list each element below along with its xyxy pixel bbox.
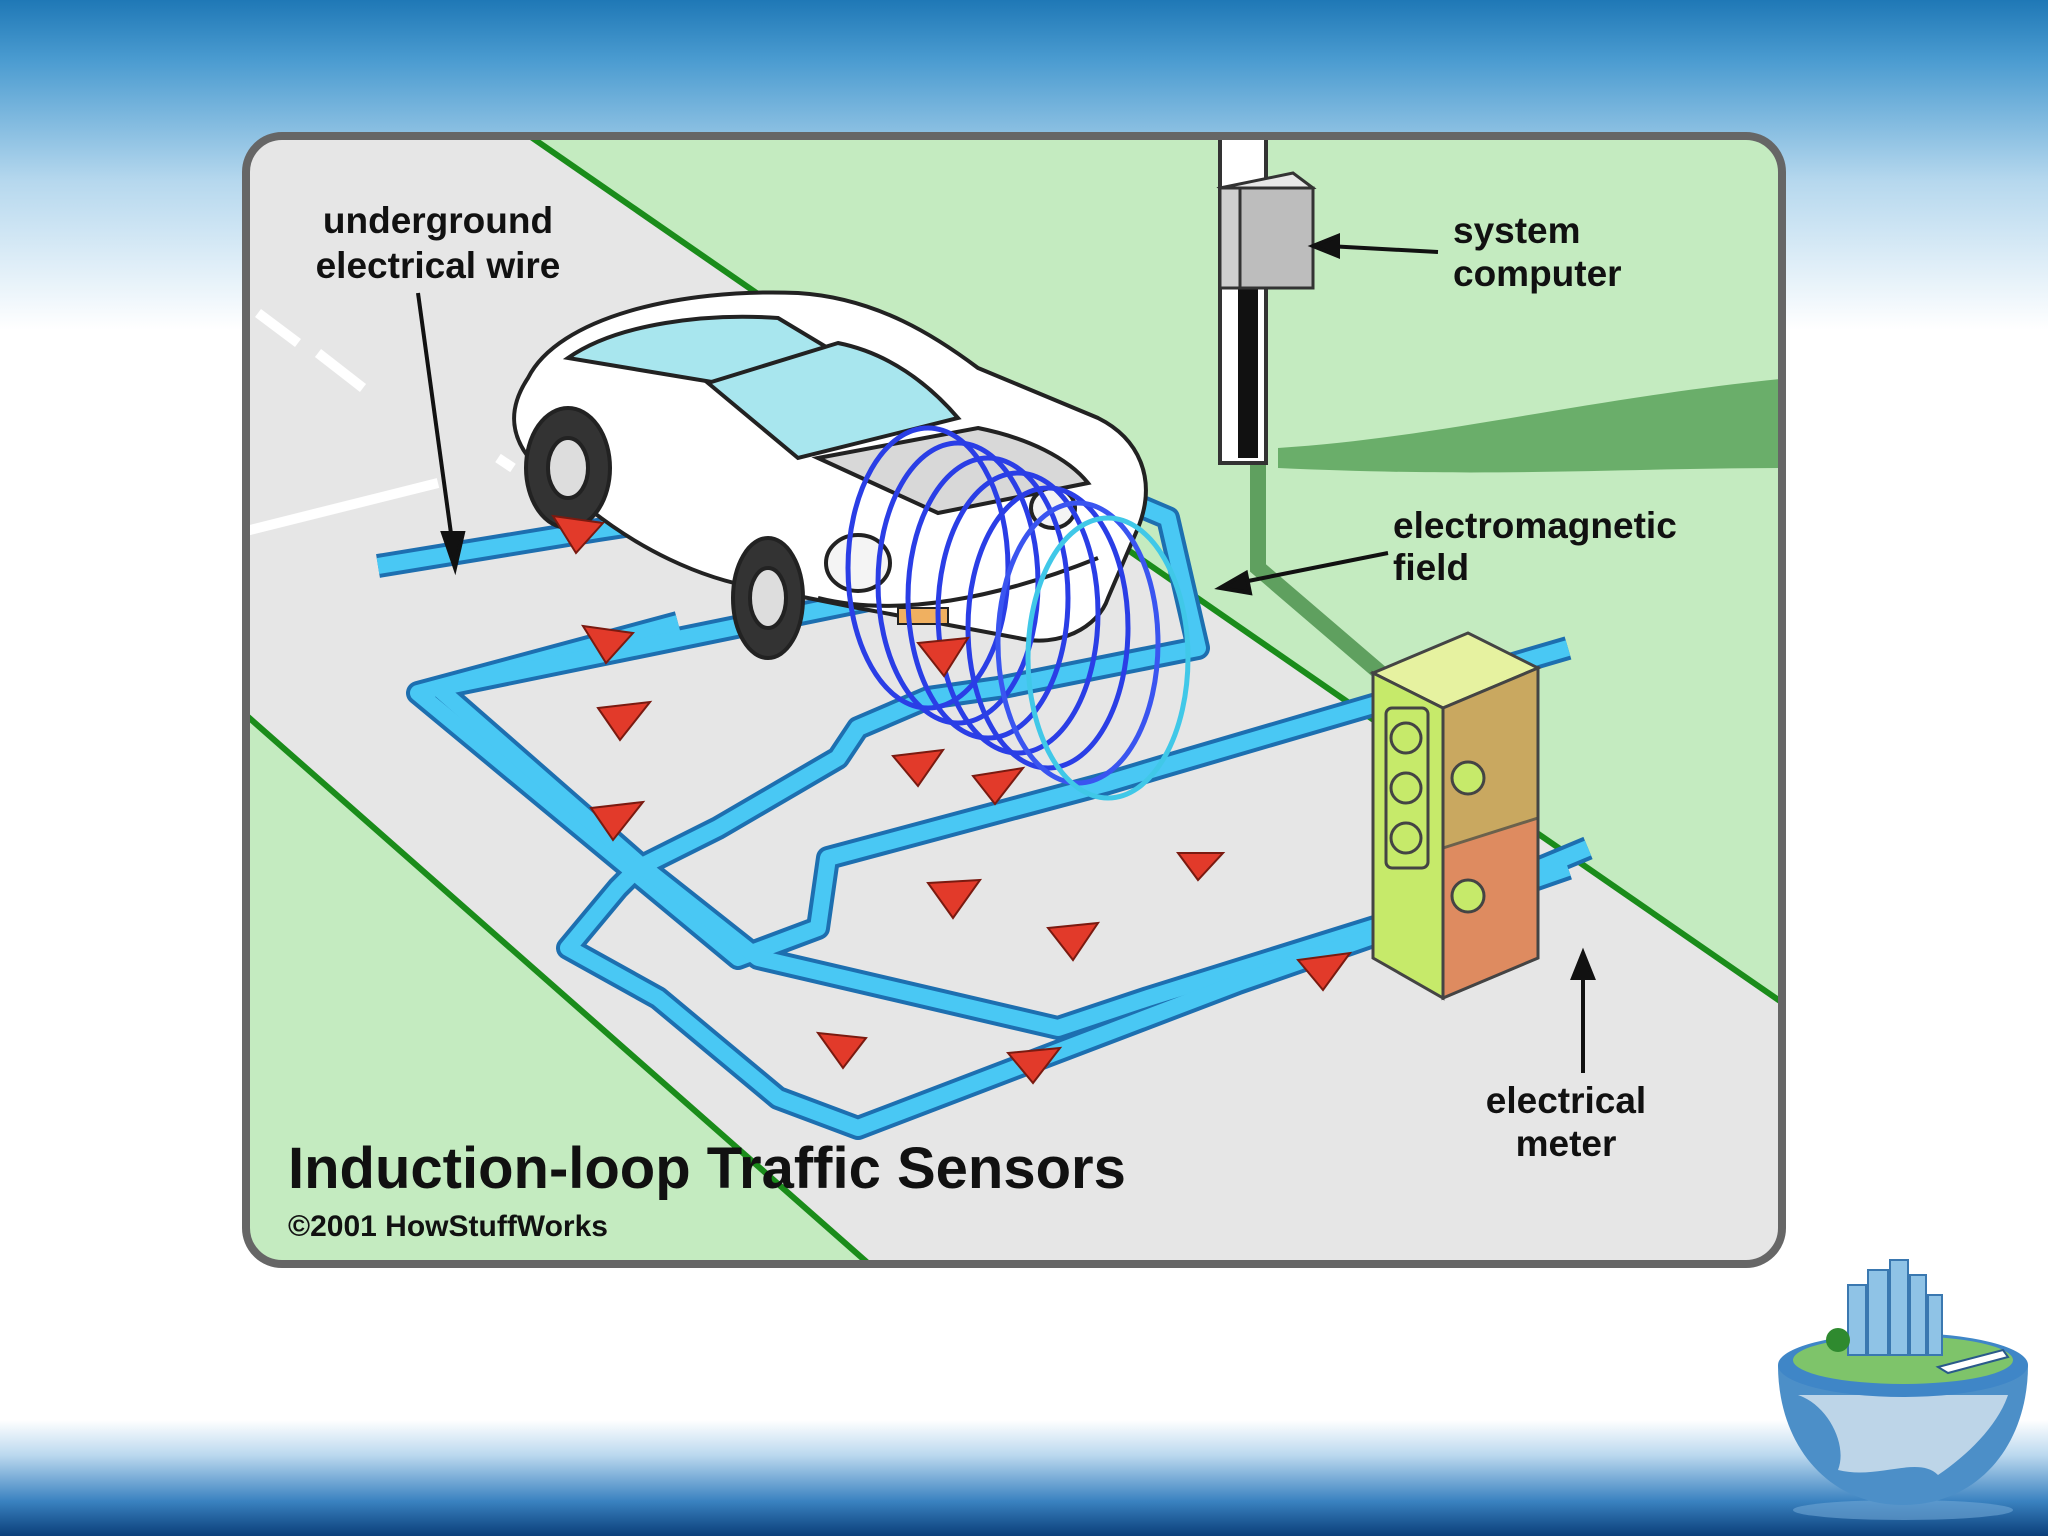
label-em-field-line2: field xyxy=(1393,547,1469,588)
diagram-panel: underground electrical wire system compu… xyxy=(246,136,1782,1264)
electrical-meter-box xyxy=(1369,631,1542,1001)
car xyxy=(512,290,1148,660)
label-electrical-meter-line2: meter xyxy=(1516,1123,1617,1164)
lane-markings xyxy=(246,309,516,538)
induction-loop-diagram: underground electrical wire system compu… xyxy=(238,128,1790,1272)
globe-city-icon xyxy=(1768,1255,2038,1525)
label-system-computer-line1: system xyxy=(1453,210,1581,251)
label-electrical-meter-line1: electrical xyxy=(1486,1080,1646,1121)
grass-shadow xyxy=(1278,378,1782,473)
road-edge-bottom xyxy=(246,705,880,1264)
label-system-computer-line2: computer xyxy=(1453,253,1622,294)
label-em-field-line1: electromagnetic xyxy=(1393,505,1677,546)
electromagnetic-field-rings xyxy=(845,425,1191,801)
diagram-frame xyxy=(242,132,1786,1268)
label-pointers xyxy=(416,233,1596,1073)
label-underground-wire-line1: underground xyxy=(323,200,553,241)
diagram-title: Induction-loop Traffic Sensors xyxy=(288,1136,1126,1201)
label-underground-wire-line2: electrical wire xyxy=(316,245,561,286)
system-computer-box xyxy=(1216,171,1317,290)
slide-footer-gradient xyxy=(0,1420,2048,1536)
diagram-copyright: ©2001 HowStuffWorks xyxy=(288,1210,608,1243)
buried-cable xyxy=(1250,458,1404,695)
pole-cable xyxy=(1238,288,1258,458)
current-flow-arrows xyxy=(551,514,1353,1085)
